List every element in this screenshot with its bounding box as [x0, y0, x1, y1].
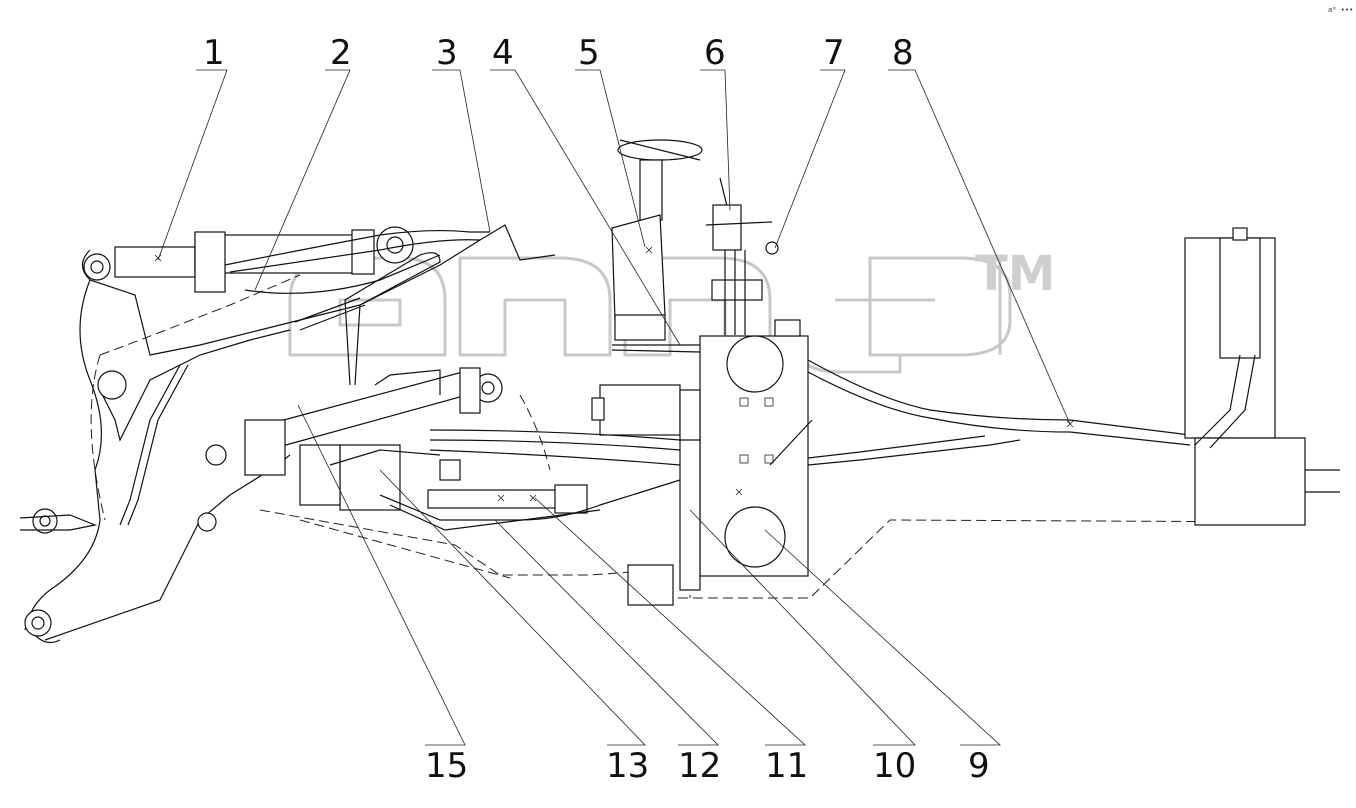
pressure-hose-lines: [429, 359, 1191, 466]
boom-cylinder: [114, 226, 414, 293]
callout-10: 10: [873, 746, 916, 786]
loader-boom: [19, 224, 556, 644]
steering-column: [611, 139, 703, 341]
callout-leaders: [157, 69, 1071, 746]
callout-labels: 1 2 3 4 5 6 7 8 9 10 11 12 13 15: [203, 33, 990, 786]
lower-valve-block: [299, 444, 681, 531]
upper-hose-lines: [119, 229, 490, 526]
control-valve: [705, 177, 779, 335]
steering-cylinder: [427, 484, 588, 514]
watermark-trademark: TM: [975, 246, 1056, 302]
callout-13: 13: [606, 746, 649, 786]
callout-11: 11: [765, 746, 808, 786]
callout-9: 9: [968, 746, 990, 786]
callout-4: 4: [492, 33, 514, 73]
callout-3: 3: [436, 33, 458, 73]
callout-6: 6: [704, 33, 726, 73]
pump-assembly: [591, 344, 701, 606]
callout-7: 7: [823, 33, 845, 73]
watermark-logo: TM: [288, 246, 1056, 374]
callout-12: 12: [678, 746, 721, 786]
rear-frame-radiator: [1184, 227, 1340, 526]
corner-label: a⁰ •••: [1328, 6, 1353, 14]
callout-1: 1: [203, 33, 225, 73]
callout-5: 5: [578, 33, 600, 73]
tilt-cylinder: [244, 367, 503, 476]
hydraulic-tank: [699, 319, 813, 577]
callout-15: 15: [425, 746, 468, 786]
callout-2: 2: [330, 33, 352, 73]
callout-8: 8: [892, 33, 914, 73]
